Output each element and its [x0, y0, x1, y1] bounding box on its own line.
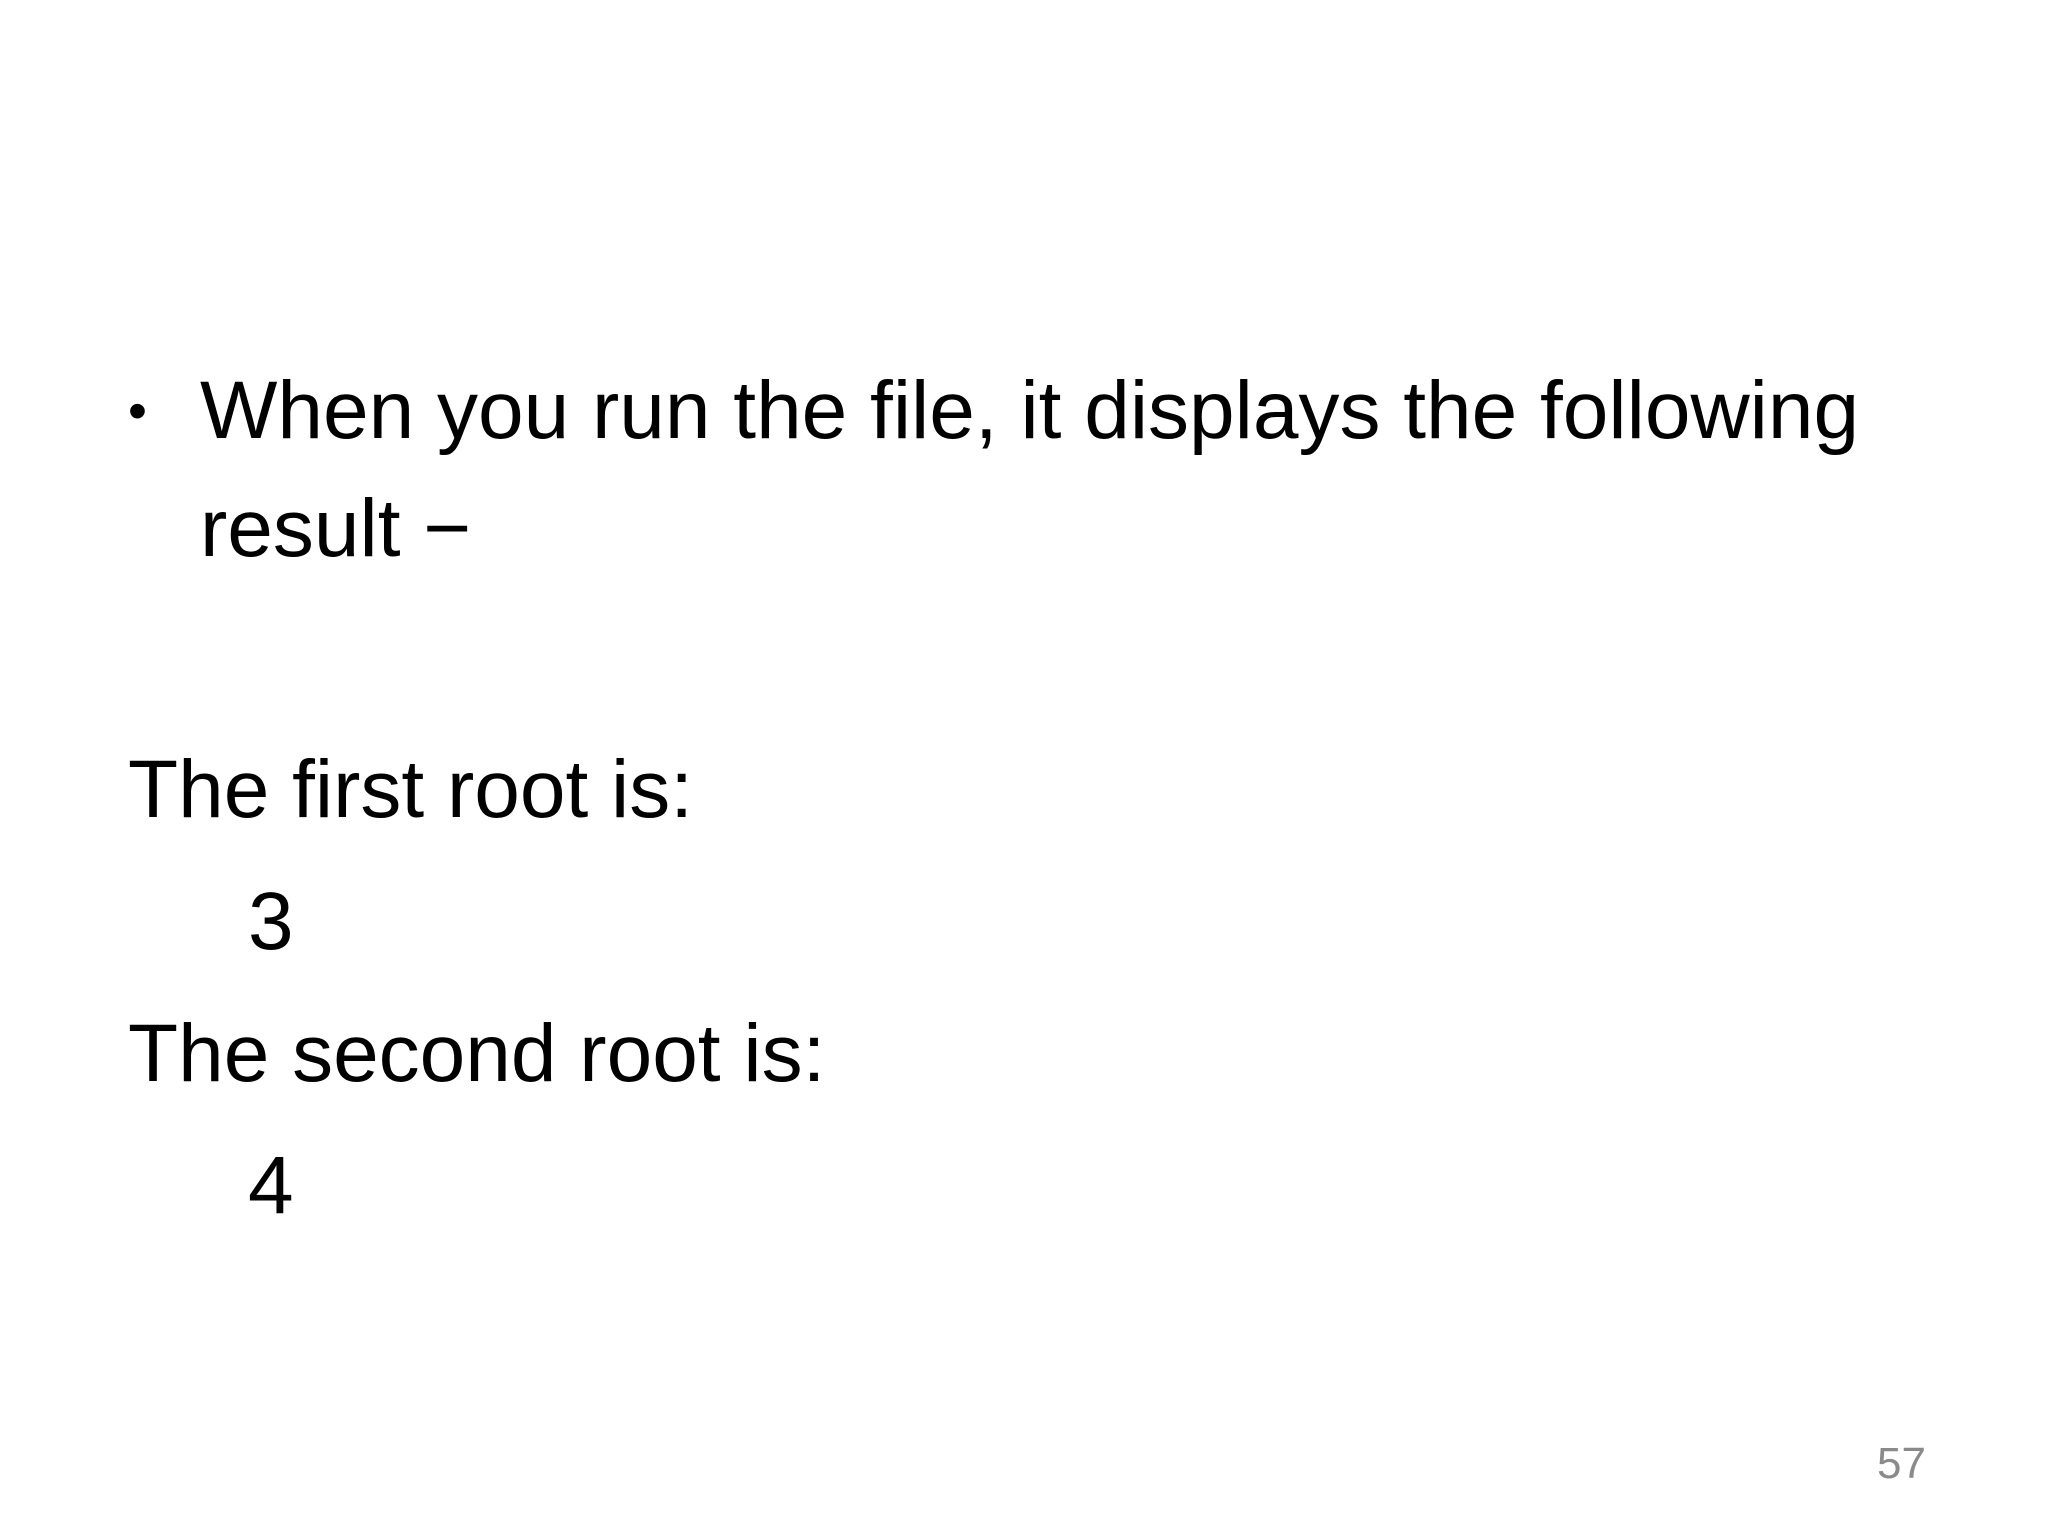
output-line-first-root-value: 3: [248, 876, 294, 967]
bullet-text: When you run the file, it displays the f…: [200, 365, 1860, 574]
output-line-second-root-label: The second root is:: [128, 1008, 826, 1099]
bullet-list-item: • When you run the file, it displays the…: [128, 352, 1928, 588]
slide-page-number: 57: [1877, 1439, 1926, 1488]
bullet-marker: •: [128, 381, 147, 441]
output-line-second-root-value: 4: [248, 1140, 294, 1231]
output-line-first-root-label: The first root is:: [128, 744, 694, 835]
